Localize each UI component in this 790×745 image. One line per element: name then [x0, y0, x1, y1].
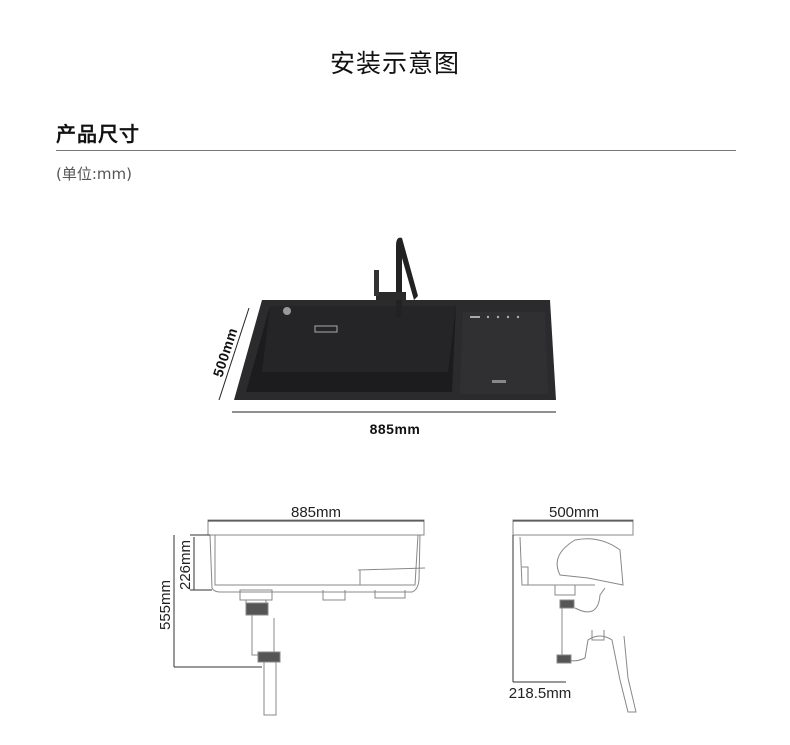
- side-drain-offset-label: 218.5mm: [509, 685, 572, 702]
- top-width-label: 885mm: [370, 421, 421, 437]
- side-dimension-lines: [512, 520, 633, 683]
- top-depth-label: 500mm: [210, 326, 241, 379]
- front-width-label: 885mm: [291, 504, 341, 521]
- unit-note: (单位:mm): [56, 165, 132, 183]
- sink-side-view: [512, 519, 637, 713]
- front-bowl-depth-label: 226mm: [177, 540, 194, 590]
- top-width-dimension: 885mm: [232, 411, 556, 437]
- front-total-height-label: 555mm: [157, 580, 174, 630]
- sink-front-view: [207, 519, 426, 716]
- side-depth-label: 500mm: [549, 504, 599, 521]
- page-title: 安装示意图: [329, 49, 460, 78]
- section-title: 产品尺寸: [56, 122, 140, 146]
- front-dimension-lines: [173, 520, 424, 668]
- sink-perspective-image: [234, 237, 556, 400]
- divider: [56, 150, 736, 151]
